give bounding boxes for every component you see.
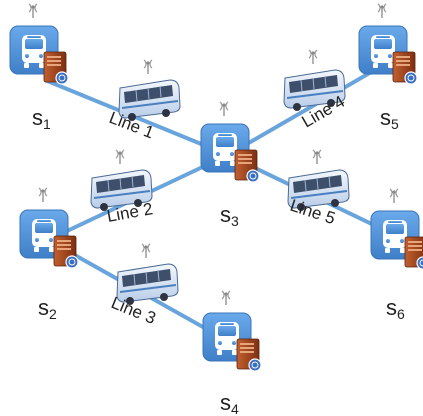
label-s3: s3 (220, 202, 239, 229)
label-s5: s5 (380, 105, 399, 132)
bus-line1-icon (119, 60, 180, 121)
station-s4 (203, 291, 261, 371)
station-s6 (371, 189, 423, 269)
label-s4: s4 (220, 390, 239, 416)
station-s1 (10, 4, 68, 84)
label-s6: s6 (386, 295, 405, 322)
label-s2: s2 (38, 295, 57, 322)
station-s5 (359, 4, 417, 84)
line4-path (226, 58, 394, 157)
label-s1: s1 (32, 105, 51, 132)
line1-path (44, 78, 229, 157)
bus-line3-icon (117, 244, 178, 305)
